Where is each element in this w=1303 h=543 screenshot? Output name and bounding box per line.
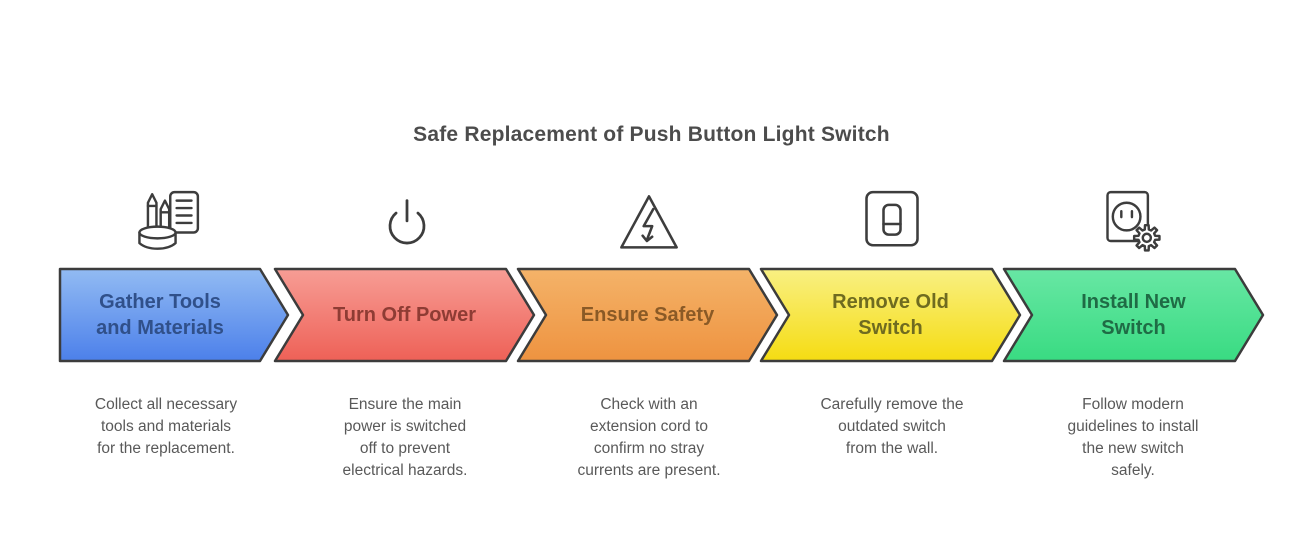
description-line: from the wall. [845, 440, 939, 457]
description-line: the new switch [1082, 440, 1184, 457]
step-label: Ensure Safety [518, 267, 777, 363]
description-line: extension cord to [589, 418, 709, 435]
step-description: Carefully remove the outdated switch fro… [787, 394, 997, 460]
light-switch-icon [865, 190, 919, 247]
step-label-text: Ensure Safety [580, 304, 715, 326]
step-arrow [1002, 267, 1265, 363]
step-description: Collect all necessary tools and material… [66, 394, 266, 460]
step-arrow [516, 267, 779, 363]
description-line: for the replacement. [97, 440, 235, 457]
description-line: Follow modern [1082, 396, 1184, 413]
description-line: safely. [1111, 462, 1155, 479]
step-label-text: Install New Switch [1081, 291, 1186, 339]
description-line: Ensure the main [348, 396, 462, 413]
step-arrow [759, 267, 1022, 363]
description-line: outdated switch [838, 418, 946, 435]
step-label-text: Gather Tools and Materials [96, 291, 224, 339]
description-line: guidelines to install [1067, 418, 1199, 435]
step-arrow [58, 267, 290, 363]
description-line: currents are present. [577, 462, 721, 479]
description-line: power is switched [343, 418, 467, 435]
step-label-text: Remove Old Switch [832, 291, 949, 339]
description-line: Check with an [600, 396, 698, 413]
step-label: Gather Tools and Materials [60, 267, 260, 363]
description-line: off to prevent [359, 440, 451, 457]
step-arrow [273, 267, 536, 363]
description-line: tools and materials [100, 418, 232, 435]
description-line: confirm no stray [593, 440, 705, 457]
power-off-icon [388, 199, 426, 245]
diagram-title: Safe Replacement of Push Button Light Sw… [413, 123, 890, 146]
step-description: Check with an extension cord to confirm … [544, 394, 754, 482]
step-label-text: Turn Off Power [333, 304, 476, 326]
description-line: electrical hazards. [342, 462, 468, 479]
step-label: Remove Old Switch [761, 267, 1020, 363]
step-label: Turn Off Power [275, 267, 534, 363]
step-label: Install New Switch [1004, 267, 1263, 363]
description-line: Collect all necessary [94, 396, 238, 413]
outlet-gear-icon [1106, 190, 1161, 252]
description-line: Carefully remove the [820, 396, 964, 413]
step-description: Ensure the main power is switched off to… [305, 394, 505, 482]
electrical-hazard-warning-icon [620, 195, 678, 249]
step-description: Follow modern guidelines to install the … [1033, 394, 1233, 482]
gather-tools-icon [138, 190, 200, 250]
